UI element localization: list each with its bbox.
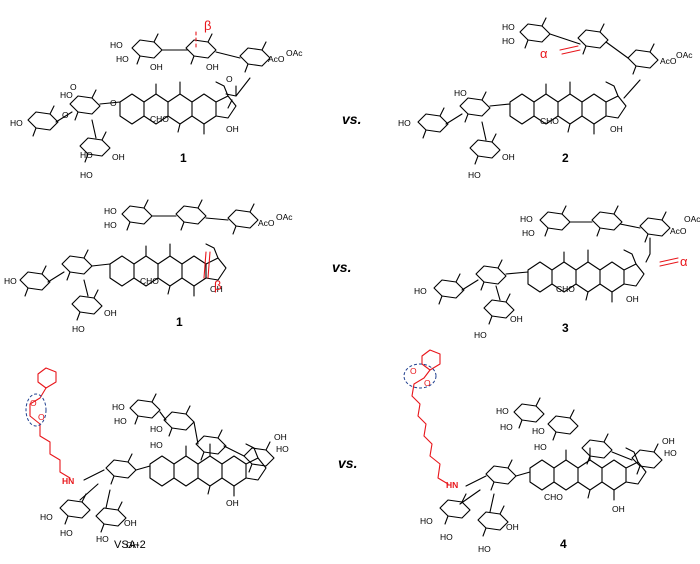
svg-text:OH: OH [274, 432, 287, 442]
svg-text:HO: HO [40, 512, 53, 522]
svg-text:HN: HN [62, 476, 74, 486]
svg-text:CHO: CHO [556, 284, 575, 294]
compound-label-1a: 1 [180, 151, 187, 165]
svg-text:CHO: CHO [150, 114, 169, 124]
svg-text:HO: HO [414, 286, 427, 296]
svg-text:HO: HO [534, 442, 547, 452]
svg-text:HO: HO [116, 54, 129, 64]
vs-text-1: vs. [342, 111, 361, 127]
svg-text:O: O [424, 378, 431, 388]
svg-text:AcO: AcO [670, 226, 687, 236]
compound-label-4: 4 [560, 537, 567, 551]
svg-text:OH: OH [126, 540, 139, 550]
svg-text:OH: OH [226, 498, 239, 508]
svg-text:OH: OH [502, 152, 515, 162]
svg-text:O: O [226, 74, 233, 84]
svg-text:OH: OH [104, 308, 117, 318]
svg-text:HO: HO [478, 544, 491, 554]
svg-text:OH: OH [612, 504, 625, 514]
compound-label-vsa2: VSA-2 [114, 539, 146, 551]
svg-text:O: O [110, 98, 117, 108]
svg-text:HO: HO [114, 416, 127, 426]
svg-text:O: O [38, 412, 45, 422]
svg-text:HO: HO [522, 228, 535, 238]
vs-text-3: vs. [338, 455, 357, 471]
svg-text:HO: HO [4, 276, 17, 286]
svg-text:OH: OH [626, 294, 639, 304]
svg-text:O: O [410, 366, 417, 376]
svg-text:HO: HO [502, 22, 515, 32]
svg-text:HO: HO [496, 406, 509, 416]
compound-label-3: 3 [562, 321, 569, 335]
alpha-label-top: α [540, 46, 548, 61]
svg-text:HO: HO [276, 444, 289, 454]
svg-text:HO: HO [60, 528, 73, 538]
svg-text:HO: HO [80, 150, 93, 160]
svg-text:HO: HO [150, 424, 163, 434]
svg-text:HN: HN [446, 480, 458, 490]
svg-text:OH: OH [150, 62, 163, 72]
structure-3: HO HO HO AcO OAc CHO OH HO OH α [414, 205, 700, 340]
svg-text:AcO: AcO [258, 218, 275, 228]
svg-text:OH: OH [506, 522, 519, 532]
svg-text:OAc: OAc [286, 48, 303, 58]
svg-text:CHO: CHO [140, 276, 159, 286]
svg-text:HO: HO [60, 90, 73, 100]
structure-1-top: HO HO HO HO OH OH AcO OAc CHO OH HO OH H… [10, 18, 303, 180]
svg-text:HO: HO [104, 220, 117, 230]
structure-vsa2: O O HN HO HO HO HO OH HO OH HO HO OH HO … [25, 367, 289, 550]
svg-text:HO: HO [80, 170, 93, 180]
svg-text:O: O [30, 398, 37, 408]
svg-text:HO: HO [112, 402, 125, 412]
svg-text:OH: OH [662, 436, 675, 446]
svg-text:HO: HO [72, 324, 85, 334]
svg-text:OAc: OAc [676, 50, 693, 60]
svg-text:OH: OH [226, 124, 239, 134]
svg-text:CHO: CHO [544, 492, 563, 502]
svg-text:OH: OH [206, 62, 219, 72]
svg-text:AcO: AcO [660, 56, 677, 66]
svg-text:OH: OH [610, 124, 623, 134]
svg-text:HO: HO [440, 532, 453, 542]
svg-text:HO: HO [150, 440, 163, 450]
vs-text-2: vs. [332, 259, 351, 275]
svg-text:HO: HO [468, 170, 481, 180]
svg-text:HO: HO [474, 330, 487, 340]
beta-label-top: β [204, 18, 211, 33]
svg-text:HO: HO [398, 118, 411, 128]
svg-text:HO: HO [532, 426, 545, 436]
svg-text:OH: OH [124, 518, 137, 528]
svg-text:HO: HO [520, 214, 533, 224]
structure-4: O O HN HO HO HO HO OH HO CHO OH HO HO OH… [403, 349, 677, 554]
svg-text:HO: HO [104, 206, 117, 216]
compound-label-1b: 1 [176, 315, 183, 329]
svg-text:AcO: AcO [268, 54, 285, 64]
structure-1-middle: HO HO HO AcO OAc CHO OH HO OH β [4, 199, 293, 334]
svg-text:OH: OH [510, 314, 523, 324]
structure-2: HO HO HO HO AcO OAc CHO OH HO OH α [398, 17, 693, 180]
svg-text:OAc: OAc [276, 212, 293, 222]
svg-text:CHO: CHO [540, 116, 559, 126]
svg-text:HO: HO [420, 516, 433, 526]
compound-label-2: 2 [562, 151, 569, 165]
svg-text:O: O [62, 110, 69, 120]
svg-text:HO: HO [664, 448, 677, 458]
alpha-label-middle: α [680, 254, 688, 269]
svg-text:HO: HO [500, 422, 513, 432]
beta-label-middle: β [214, 278, 221, 293]
svg-text:OAc: OAc [684, 214, 700, 224]
svg-text:HO: HO [110, 40, 123, 50]
svg-text:OH: OH [112, 152, 125, 162]
svg-text:HO: HO [96, 534, 109, 544]
svg-text:O: O [70, 82, 77, 92]
svg-text:HO: HO [454, 88, 467, 98]
svg-text:HO: HO [10, 118, 23, 128]
svg-text:OH: OH [210, 284, 223, 294]
svg-text:HO: HO [502, 36, 515, 46]
